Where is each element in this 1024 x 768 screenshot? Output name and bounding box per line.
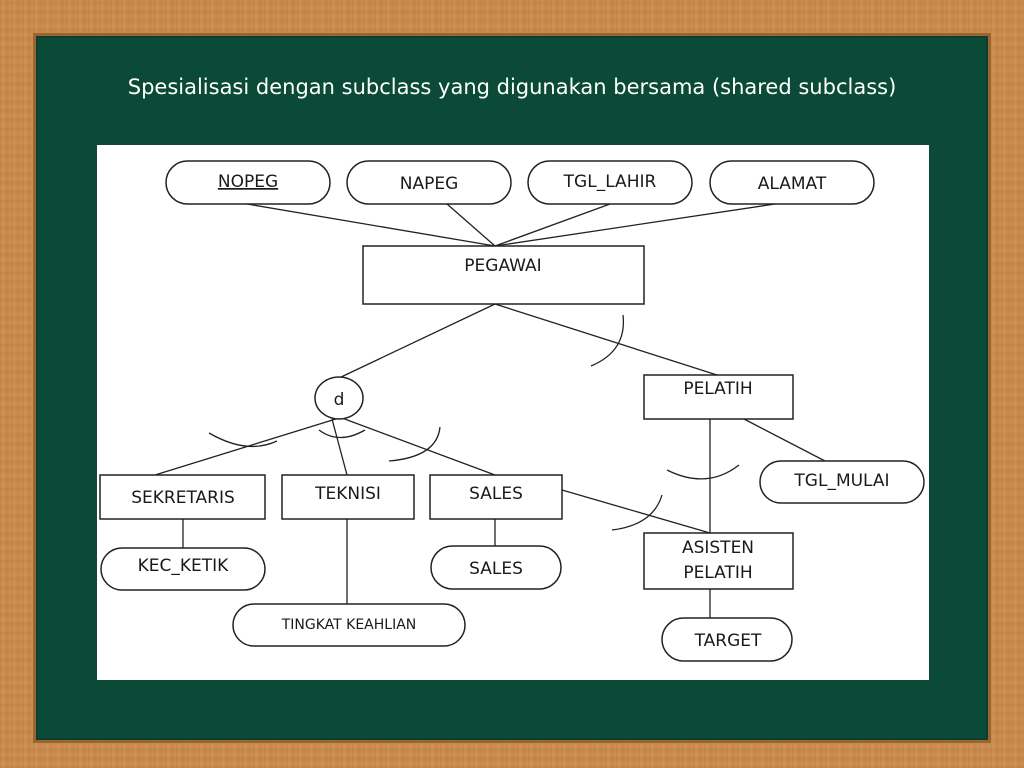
- entity-asisten-pelatih-label-line1: ASISTEN: [682, 538, 754, 558]
- entity-sekretaris: SEKRETARIS: [99, 474, 266, 520]
- entity-sales: SALES: [429, 474, 563, 520]
- attribute-tgl-lahir-shape: [527, 160, 693, 205]
- attribute-target: TARGET: [661, 617, 793, 662]
- attribute-napeg: NAPEG: [346, 160, 512, 205]
- slide-title: Spesialisasi dengan subclass yang diguna…: [127, 75, 897, 99]
- tgl-lahir-connector: [494, 203, 611, 247]
- er-diagram: NOPEG NAPEG TGL_LAHIR ALAMAT PEGAWAI d P…: [97, 145, 929, 680]
- entity-pelatih-box: [643, 374, 794, 420]
- er-diagram-canvas: NOPEG NAPEG TGL_LAHIR ALAMAT PEGAWAI d P…: [99, 160, 925, 662]
- attribute-tingkat-keahlian-shape: [232, 603, 466, 647]
- disjoint-circle-label: d: [334, 390, 345, 410]
- disjoint-circle-shape: [314, 376, 364, 420]
- attribute-tgl-mulai-shape: [759, 460, 925, 504]
- entity-pelatih: PELATIH: [643, 374, 794, 420]
- entity-teknisi-label: TEKNISI: [314, 484, 381, 504]
- attribute-kec-ketik: KEC_KETIK: [100, 547, 266, 591]
- disjoint-circle: d: [314, 376, 364, 420]
- entity-sales-box: [429, 474, 563, 520]
- subset-arc-sales: [388, 426, 441, 462]
- attribute-tgl-lahir: TGL_LAHIR: [527, 160, 693, 205]
- sales-to-asisten-connector: [561, 489, 711, 534]
- d-to-sales-connector: [341, 417, 496, 476]
- pegawai-to-d-connector: [338, 303, 496, 379]
- pelatih-to-tgl-mulai-connector: [743, 418, 826, 462]
- attribute-alamat-label: ALAMAT: [758, 174, 827, 194]
- entity-pegawai: PEGAWAI: [362, 245, 645, 305]
- attribute-target-label: TARGET: [694, 631, 762, 651]
- attribute-sales-shape: [430, 545, 562, 590]
- entity-pelatih-label: PELATIH: [683, 379, 752, 399]
- alamat-connector: [494, 203, 776, 247]
- attribute-sales: SALES: [430, 545, 562, 590]
- entity-asisten-pelatih-box: [643, 532, 794, 590]
- d-to-teknisi-connector: [331, 418, 348, 476]
- subset-arc-asisten-from-sales: [611, 494, 663, 531]
- entity-sekretaris-label: SEKRETARIS: [131, 488, 235, 508]
- subset-arc-sekretaris: [208, 432, 278, 447]
- attribute-nopeg: NOPEG: [165, 160, 331, 205]
- attribute-napeg-shape: [346, 160, 512, 205]
- napeg-connector: [446, 203, 496, 247]
- subset-arc-teknisi: [318, 429, 366, 439]
- attribute-kec-ketik-label: KEC_KETIK: [138, 556, 230, 576]
- pegawai-to-pelatih-connector: [494, 303, 718, 376]
- entity-asisten-pelatih-label-line2: PELATIH: [683, 563, 752, 583]
- attribute-tgl-mulai: TGL_MULAI: [759, 460, 925, 504]
- attribute-kec-ketik-shape: [100, 547, 266, 591]
- entity-pegawai-label: PEGAWAI: [464, 256, 541, 276]
- entity-teknisi-box: [281, 474, 415, 520]
- subset-arcs: [208, 314, 740, 531]
- nopeg-connector: [246, 203, 496, 247]
- attribute-napeg-label: NAPEG: [400, 174, 459, 194]
- attribute-nopeg-label: NOPEG: [218, 172, 278, 192]
- entity-pegawai-box: [362, 245, 645, 305]
- entity-sekretaris-box: [99, 474, 266, 520]
- attribute-alamat: ALAMAT: [709, 160, 875, 205]
- attribute-tingkat-keahlian: TINGKAT KEAHLIAN: [232, 603, 466, 647]
- attribute-target-shape: [661, 617, 793, 662]
- attribute-tgl-lahir-label: TGL_LAHIR: [563, 172, 657, 192]
- attribute-tingkat-keahlian-label: TINGKAT KEAHLIAN: [281, 617, 417, 633]
- attribute-alamat-shape: [709, 160, 875, 205]
- connectors: [154, 203, 826, 618]
- subset-arc-pelatih: [590, 314, 625, 367]
- subset-arc-asisten-from-pelatih: [666, 464, 740, 480]
- attribute-tgl-mulai-label: TGL_MULAI: [793, 471, 889, 491]
- attribute-sales-label: SALES: [469, 559, 523, 579]
- entity-sales-label: SALES: [469, 484, 523, 504]
- entity-teknisi: TEKNISI: [281, 474, 415, 520]
- entity-asisten-pelatih: ASISTEN PELATIH: [643, 532, 794, 590]
- attribute-nopeg-shape: [165, 160, 331, 205]
